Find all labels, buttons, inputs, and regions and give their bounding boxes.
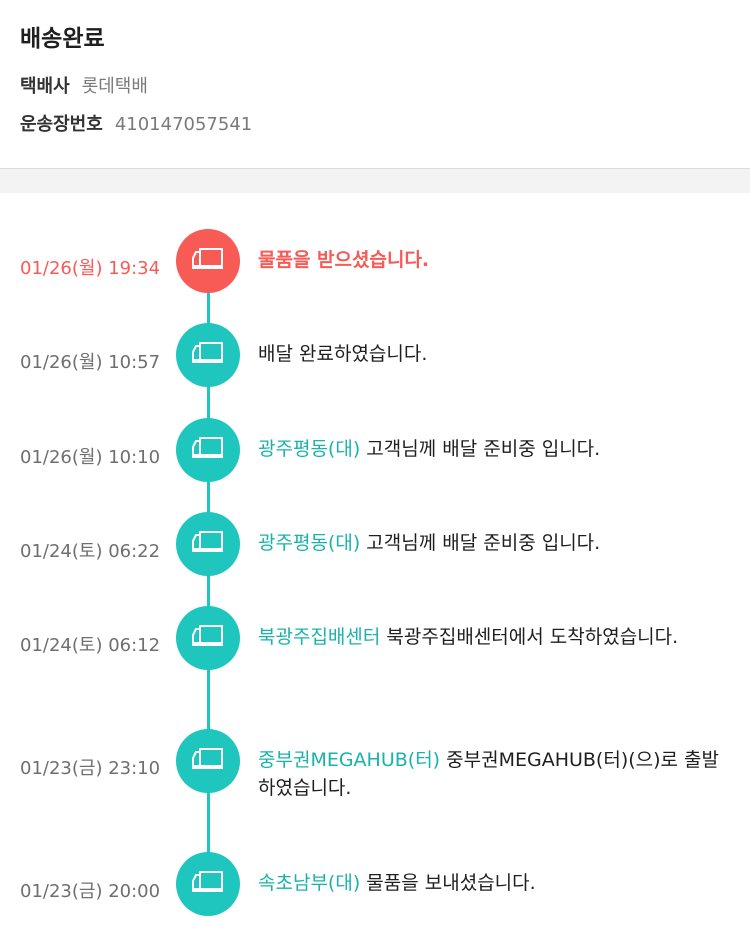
event-location: 속초남부(대) xyxy=(258,872,361,894)
event-location: 광주평동(대) xyxy=(258,532,361,554)
truck-icon xyxy=(190,869,226,899)
truck-icon xyxy=(190,623,226,653)
event-message-text: 배달 완료하였습니다. xyxy=(258,343,428,365)
event-time: 01/24(토) 06:12 xyxy=(20,635,161,656)
event-time: 01/23(금) 20:00 xyxy=(20,881,161,902)
truck-icon xyxy=(190,746,226,776)
carrier-value: 롯데택배 xyxy=(81,76,148,97)
event-time: 01/26(월) 10:10 xyxy=(20,447,161,468)
event-message-text: 북광주집배센터에서 도착하였습니다. xyxy=(386,626,679,648)
event-message: 광주평동(대) 고객님께 배달 준비중 입니다. xyxy=(258,529,728,557)
truck-icon xyxy=(190,246,226,276)
event-message: 속초남부(대) 물품을 보내셨습니다. xyxy=(258,869,728,897)
event-message-text: 물품을 보내셨습니다. xyxy=(366,872,536,894)
carrier-label: 택배사 xyxy=(20,76,70,97)
tracking-number[interactable]: 410147057541 xyxy=(114,114,253,135)
tracking-row: 운송장번호 410147057541 xyxy=(20,110,252,136)
event-status-circle xyxy=(176,229,240,293)
tracking-label: 운송장번호 xyxy=(20,114,103,135)
section-divider xyxy=(0,169,750,193)
event-message: 중부권MEGAHUB(터) 중부권MEGAHUB(터)(으)로 출발하였습니다. xyxy=(258,746,728,802)
delivery-header: 배송완료 택배사 롯데택배 운송장번호 410147057541 xyxy=(0,0,750,169)
event-time: 01/24(토) 06:22 xyxy=(20,541,161,562)
truck-icon xyxy=(190,435,226,465)
event-message: 북광주집배센터 북광주집배센터에서 도착하였습니다. xyxy=(258,623,728,651)
event-status-circle xyxy=(176,418,240,482)
event-time: 01/23(금) 23:10 xyxy=(20,758,161,779)
event-time: 01/26(월) 10:57 xyxy=(20,352,161,373)
event-location: 북광주집배센터 xyxy=(258,626,381,648)
event-location: 광주평동(대) xyxy=(258,438,361,460)
event-message-text: 물품을 받으셨습니다. xyxy=(258,249,430,271)
truck-icon xyxy=(190,340,226,370)
event-message: 물품을 받으셨습니다. xyxy=(258,246,728,274)
event-message: 배달 완료하였습니다. xyxy=(258,340,728,368)
event-time: 01/26(월) 19:34 xyxy=(20,258,161,279)
event-status-circle xyxy=(176,512,240,576)
event-status-circle xyxy=(176,323,240,387)
event-status-circle xyxy=(176,852,240,916)
event-status-circle xyxy=(176,729,240,793)
truck-icon xyxy=(190,529,226,559)
event-message-text: 고객님께 배달 준비중 입니다. xyxy=(366,438,601,460)
carrier-row: 택배사 롯데택배 xyxy=(20,72,148,98)
event-message-text: 고객님께 배달 준비중 입니다. xyxy=(366,532,601,554)
event-message: 광주평동(대) 고객님께 배달 준비중 입니다. xyxy=(258,435,728,463)
event-message-text: 중부권MEGAHUB(터)(으)로 출발하였습니다. xyxy=(258,749,720,799)
event-status-circle xyxy=(176,606,240,670)
delivery-status-title: 배송완료 xyxy=(20,26,105,52)
event-location: 중부권MEGAHUB(터) xyxy=(258,749,441,771)
